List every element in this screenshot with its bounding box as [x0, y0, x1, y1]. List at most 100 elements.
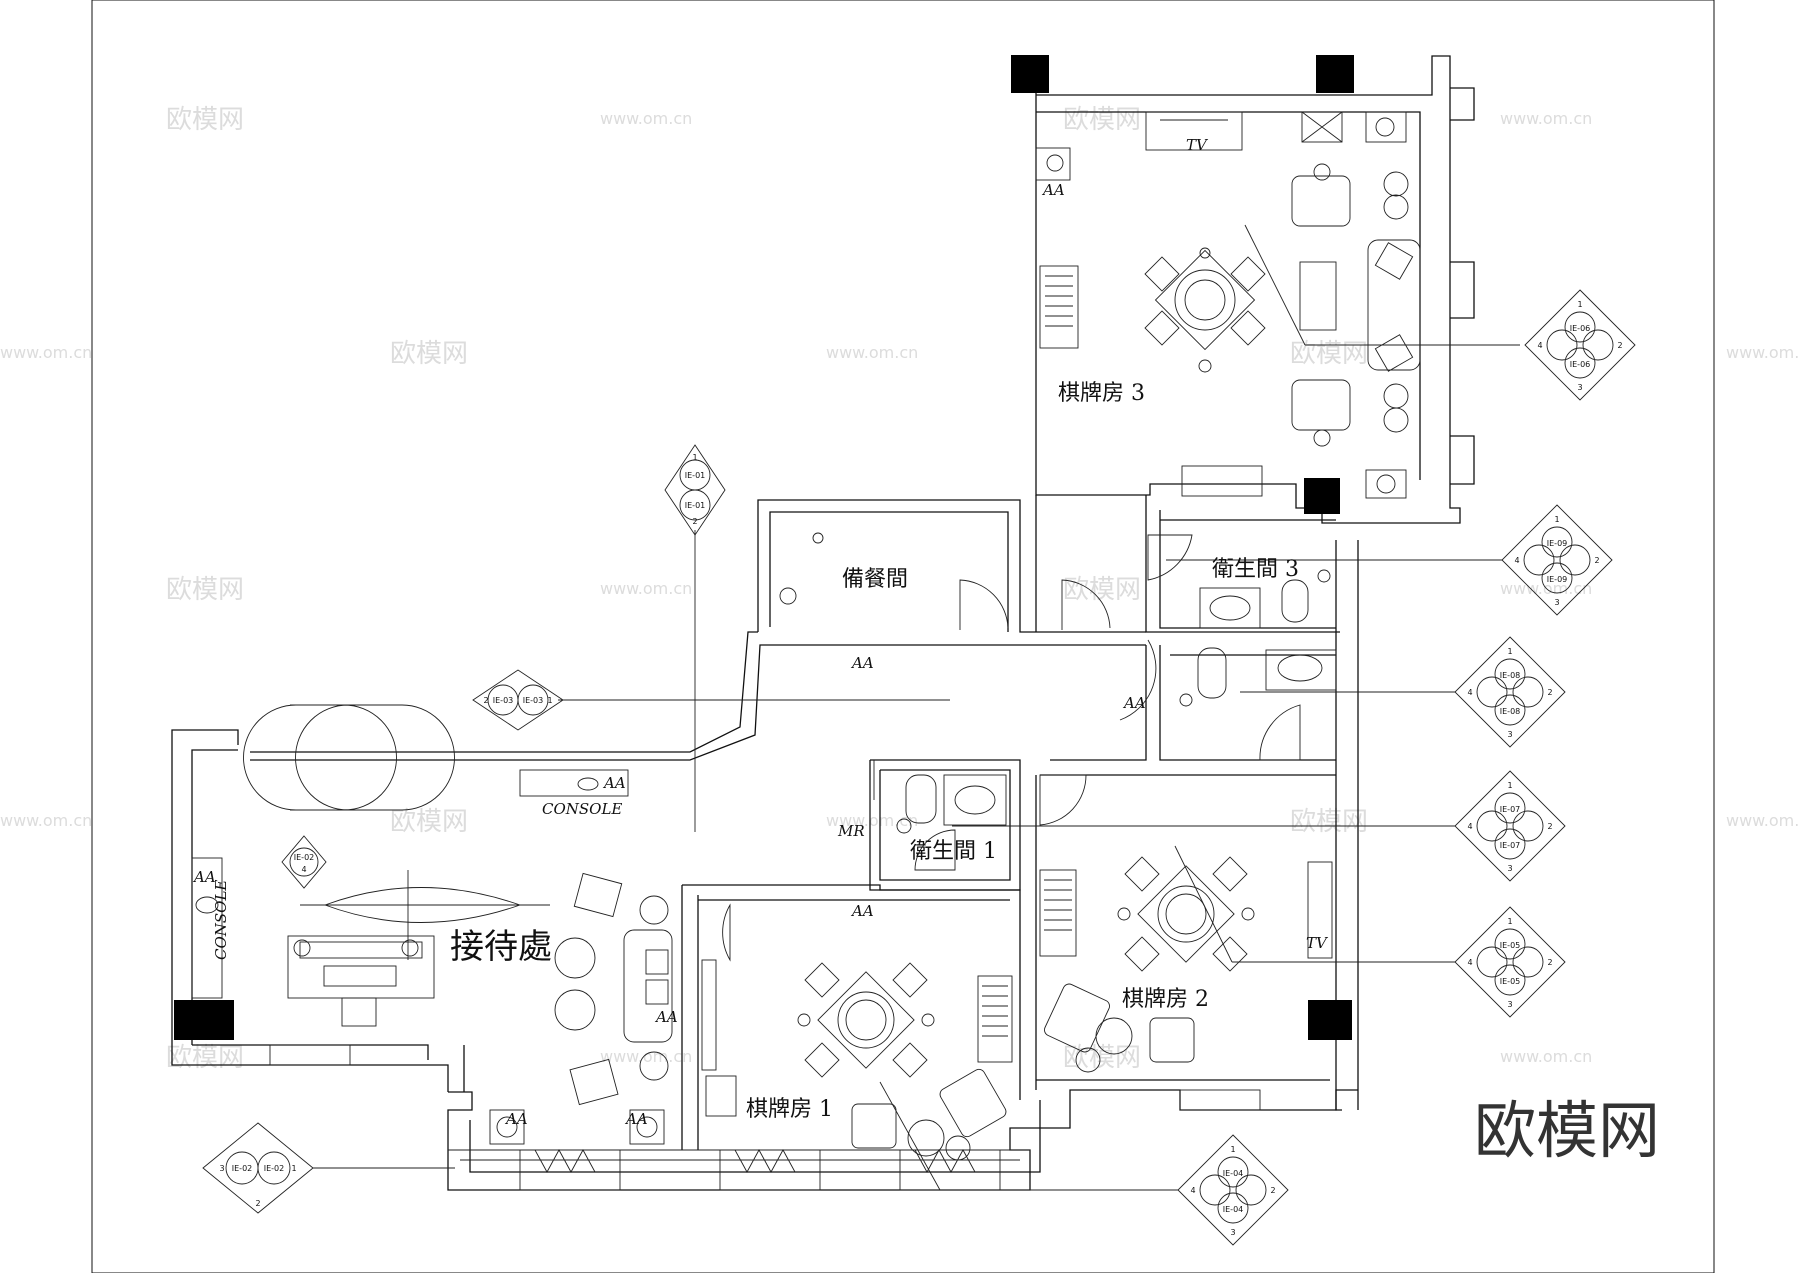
elevation-ref: IE-03 — [493, 696, 513, 705]
elevation-ref: IE-06 — [1570, 324, 1590, 333]
room-label-card-room-2: 棋牌房 2 — [1122, 987, 1209, 1012]
elevation-num: 2 — [1270, 1186, 1275, 1195]
elevation-num: 4 — [1467, 822, 1472, 831]
elevation-ref: IE-08 — [1500, 671, 1520, 680]
elevation-marker: IE-02 IE-02 1 2 3 — [202, 1122, 314, 1214]
elevation-ref: IE-09 — [1547, 575, 1567, 584]
watermark-url: www.om.cn — [0, 811, 92, 830]
elevation-num: 3 — [1507, 730, 1512, 739]
elevation-ref: IE-05 — [1500, 941, 1520, 950]
elevation-ref: IE-07 — [1500, 805, 1520, 814]
leader-lines — [313, 224, 1520, 1191]
elevation-marker: IE-02 4 — [281, 835, 327, 889]
tag-aa: AA — [1041, 181, 1065, 199]
elevation-ref: IE-01 — [685, 501, 705, 510]
elevation-num: 4 — [1467, 688, 1472, 697]
room-label-card-room-1: 棋牌房 1 — [746, 1097, 833, 1122]
elevation-num: 2 — [483, 696, 488, 705]
watermark-text: 欧模网 — [1290, 807, 1368, 837]
elevation-ref: IE-07 — [1500, 841, 1520, 850]
elevation-marker: IE-08 IE-08 1 2 3 4 — [1454, 636, 1566, 748]
interior-doors — [722, 534, 1301, 962]
elevation-num: 1 — [1507, 781, 1512, 790]
tag-aa: AA — [602, 774, 626, 792]
elevation-marker: IE-06 IE-06 1 2 3 4 — [1524, 289, 1636, 401]
elevation-num: 1 — [1230, 1145, 1235, 1154]
elevation-ref: IE-08 — [1500, 707, 1520, 716]
elevation-marker: IE-04 IE-04 1 2 3 4 — [1177, 1134, 1289, 1246]
watermark-text: 欧模网 — [166, 105, 244, 135]
elevation-ref: IE-09 — [1547, 539, 1567, 548]
interior-partitions — [448, 495, 1340, 1161]
elevation-num: 3 — [1577, 383, 1582, 392]
watermark-text: 欧模网 — [1290, 339, 1368, 369]
watermark-url: www.om.cn — [1500, 1047, 1592, 1066]
elevation-num: 2 — [1594, 556, 1599, 565]
elevation-ref: IE-05 — [1500, 977, 1520, 986]
bottom-windows — [269, 1044, 1261, 1191]
elevation-ref: IE-02 — [232, 1164, 252, 1173]
tag-aa: AA — [654, 1008, 678, 1026]
watermark-text: 欧模网 — [166, 575, 244, 605]
elevation-num: 4 — [1190, 1186, 1195, 1195]
elevation-num: 1 — [692, 453, 697, 462]
tag-aa: AA — [850, 654, 874, 672]
elevation-ref: IE-02 — [294, 853, 314, 862]
elevation-num: 2 — [1547, 822, 1552, 831]
elevation-ref: IE-03 — [523, 696, 543, 705]
elevation-num: 2 — [692, 517, 697, 526]
watermark-url: www.om.cn — [600, 109, 692, 128]
watermark-url: www.om.cn — [600, 579, 692, 598]
tag-aa: AA — [1122, 694, 1146, 712]
elevation-num: 4 — [301, 865, 306, 874]
elevation-num: 1 — [547, 696, 552, 705]
reception-furniture — [191, 760, 875, 1145]
elevation-num: 1 — [291, 1164, 296, 1173]
elevation-num: 4 — [1537, 341, 1542, 350]
elevation-num: 2 — [1547, 958, 1552, 967]
tag-aa: AA — [504, 1110, 528, 1128]
elevation-num: 3 — [219, 1164, 224, 1173]
elevation-ref: IE-01 — [685, 471, 705, 480]
tag-aa: AA — [192, 868, 216, 886]
card-room-1-furniture — [701, 959, 1013, 1161]
elevation-ref: IE-02 — [264, 1164, 284, 1173]
tag-tv: TV — [1306, 934, 1329, 952]
elevation-num: 4 — [1467, 958, 1472, 967]
structural-columns — [174, 55, 1354, 1040]
elevation-num: 1 — [1554, 515, 1559, 524]
elevation-num: 1 — [1577, 300, 1582, 309]
room-label-toilet-1: 衛生間 1 — [910, 839, 997, 864]
watermark-url: www.om.cn — [600, 1047, 692, 1066]
watermark-text: 欧模网 — [166, 1043, 244, 1073]
elevation-marker: IE-07 IE-07 1 2 3 4 — [1454, 770, 1566, 882]
tag-console: CONSOLE — [212, 880, 230, 960]
sheet-frame — [91, 0, 1715, 1273]
elevation-marker: IE-01 IE-01 1 2 — [664, 444, 726, 536]
elevation-num: 4 — [1514, 556, 1519, 565]
watermark-text: 欧模网 — [1063, 575, 1141, 605]
tag-mr: MR — [837, 822, 865, 840]
tag-console: CONSOLE — [542, 800, 622, 818]
elevation-num: 3 — [1507, 864, 1512, 873]
elevation-num: 3 — [1554, 598, 1559, 607]
elevation-num: 1 — [1507, 647, 1512, 656]
entrance-doors — [243, 704, 455, 811]
watermark-url: www.om.cn — [1726, 811, 1800, 830]
elevation-ref: IE-04 — [1223, 1205, 1243, 1214]
tag-tv: TV — [1186, 136, 1209, 154]
watermark-url: www.om.cn — [1726, 343, 1800, 362]
elevation-num: 3 — [1507, 1000, 1512, 1009]
watermark-url: www.om.cn — [826, 811, 918, 830]
elevation-num: 1 — [1507, 917, 1512, 926]
elevation-num: 2 — [1617, 341, 1622, 350]
room-label-pantry: 備餐間 — [842, 567, 908, 592]
elevation-marker: IE-09 IE-09 1 2 3 4 — [1501, 504, 1613, 616]
watermark-text: 欧模网 — [390, 807, 468, 837]
watermark-url: www.om.cn — [826, 343, 918, 362]
elevation-num: 2 — [255, 1199, 260, 1208]
elevation-num: 3 — [1230, 1228, 1235, 1237]
watermark-text: 欧模网 — [390, 339, 468, 369]
elevation-num: 2 — [1547, 688, 1552, 697]
